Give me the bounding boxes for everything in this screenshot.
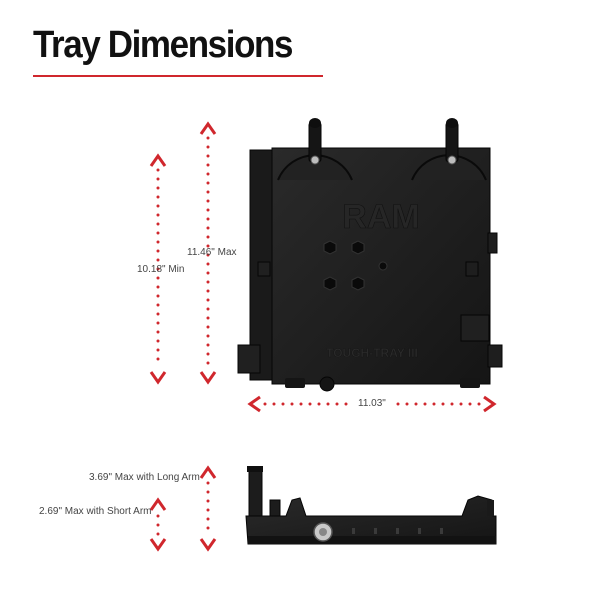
page-title: Tray Dimensions xyxy=(33,24,293,66)
side-slot xyxy=(396,528,399,534)
side-slot xyxy=(418,528,421,534)
mount-hole-icon xyxy=(323,240,337,255)
side-slots xyxy=(352,528,443,534)
tray-top-view: RAM TOUGH-TRAY III xyxy=(237,118,503,392)
embossed-text: TOUGH-TRAY III xyxy=(326,346,418,360)
side-base-strip xyxy=(248,536,496,544)
mounting-holes xyxy=(323,240,388,291)
bottom-foot-left xyxy=(285,378,305,388)
bottom-knob-icon xyxy=(319,376,335,392)
right-tab-lower xyxy=(487,344,503,368)
side-slot xyxy=(352,528,355,534)
arrow-down-icon xyxy=(199,538,217,552)
mount-hole-icon xyxy=(351,276,365,291)
dim-width xyxy=(247,395,497,413)
arrow-left-icon xyxy=(247,395,261,413)
left-knob-icon xyxy=(309,118,321,128)
embossed-logo: RAM xyxy=(342,198,419,236)
dim-min-height xyxy=(149,153,167,385)
dim-short-arm xyxy=(149,497,167,552)
long-arm-label: 3.69" Max with Long Arm xyxy=(89,472,200,483)
arrow-down-icon xyxy=(149,538,167,552)
right-tab-upper xyxy=(487,232,498,254)
mount-hole-icon xyxy=(323,276,337,291)
left-screw-icon xyxy=(310,155,320,165)
right-screw-icon xyxy=(447,155,457,165)
min-height-label: 10.18" Min xyxy=(137,264,185,275)
max-height-label: 11.46" Max xyxy=(187,247,237,258)
arrow-down-icon xyxy=(199,371,217,385)
arrow-up-icon xyxy=(199,465,217,479)
bottom-foot-right xyxy=(460,378,480,388)
width-label: 11.03" xyxy=(358,398,386,409)
center-hole-icon xyxy=(378,261,388,271)
side-slot xyxy=(374,528,377,534)
side-arm-cap xyxy=(247,466,263,472)
mount-hole-icon xyxy=(351,240,365,255)
tray-side-view xyxy=(245,466,497,545)
arrow-down-icon xyxy=(149,371,167,385)
lock-knob-core xyxy=(319,528,327,536)
arrow-up-icon xyxy=(149,497,167,511)
dim-max-height xyxy=(199,121,217,385)
left-latch-upper xyxy=(257,261,271,277)
side-stop-tab xyxy=(487,500,494,516)
arrow-right-icon xyxy=(483,395,497,413)
dim-long-arm xyxy=(199,465,217,552)
arrow-up-icon xyxy=(149,153,167,167)
short-arm-label: 2.69" Max with Short Arm xyxy=(39,506,152,517)
right-block xyxy=(460,314,490,342)
right-tab-mid xyxy=(465,261,479,277)
arrow-up-icon xyxy=(199,121,217,135)
left-latch-lower xyxy=(237,344,261,374)
right-knob-icon xyxy=(446,118,458,128)
title-underline xyxy=(33,75,323,77)
side-slot xyxy=(440,528,443,534)
